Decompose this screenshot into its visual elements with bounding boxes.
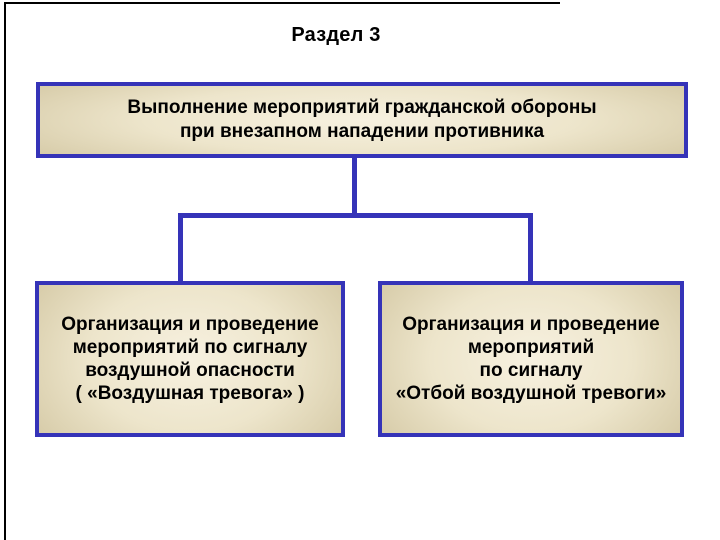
right-box-line: Организация и проведение (402, 314, 660, 335)
left-box-line: мероприятий по сигналу (72, 337, 308, 358)
right-box: Организация и проведение мероприятий по … (378, 281, 684, 437)
left-box-line: воздушной опасности (85, 360, 295, 381)
right-box-line: по сигналу (479, 360, 583, 381)
root-box-line: Выполнение мероприятий гражданской оборо… (127, 97, 597, 118)
page-border-top (4, 2, 560, 4)
left-box: Организация и проведение мероприятий по … (35, 281, 345, 437)
root-box: Выполнение мероприятий гражданской оборо… (36, 82, 688, 158)
page-border-left (4, 2, 6, 540)
connector-horizontal-bar (178, 213, 533, 218)
connector-right-drop (528, 213, 533, 281)
left-box-line: Организация и проведение (61, 314, 319, 335)
connector-left-drop (178, 213, 183, 281)
right-box-line: «Отбой воздушной тревоги» (395, 383, 667, 404)
root-box-line: при внезапном нападении противника (179, 121, 545, 142)
slide-title: Раздел 3 (291, 24, 381, 46)
left-box-line: ( «Воздушная тревога» ) (75, 383, 305, 404)
right-box-line: мероприятий (467, 337, 595, 358)
connector-stem (352, 158, 357, 218)
